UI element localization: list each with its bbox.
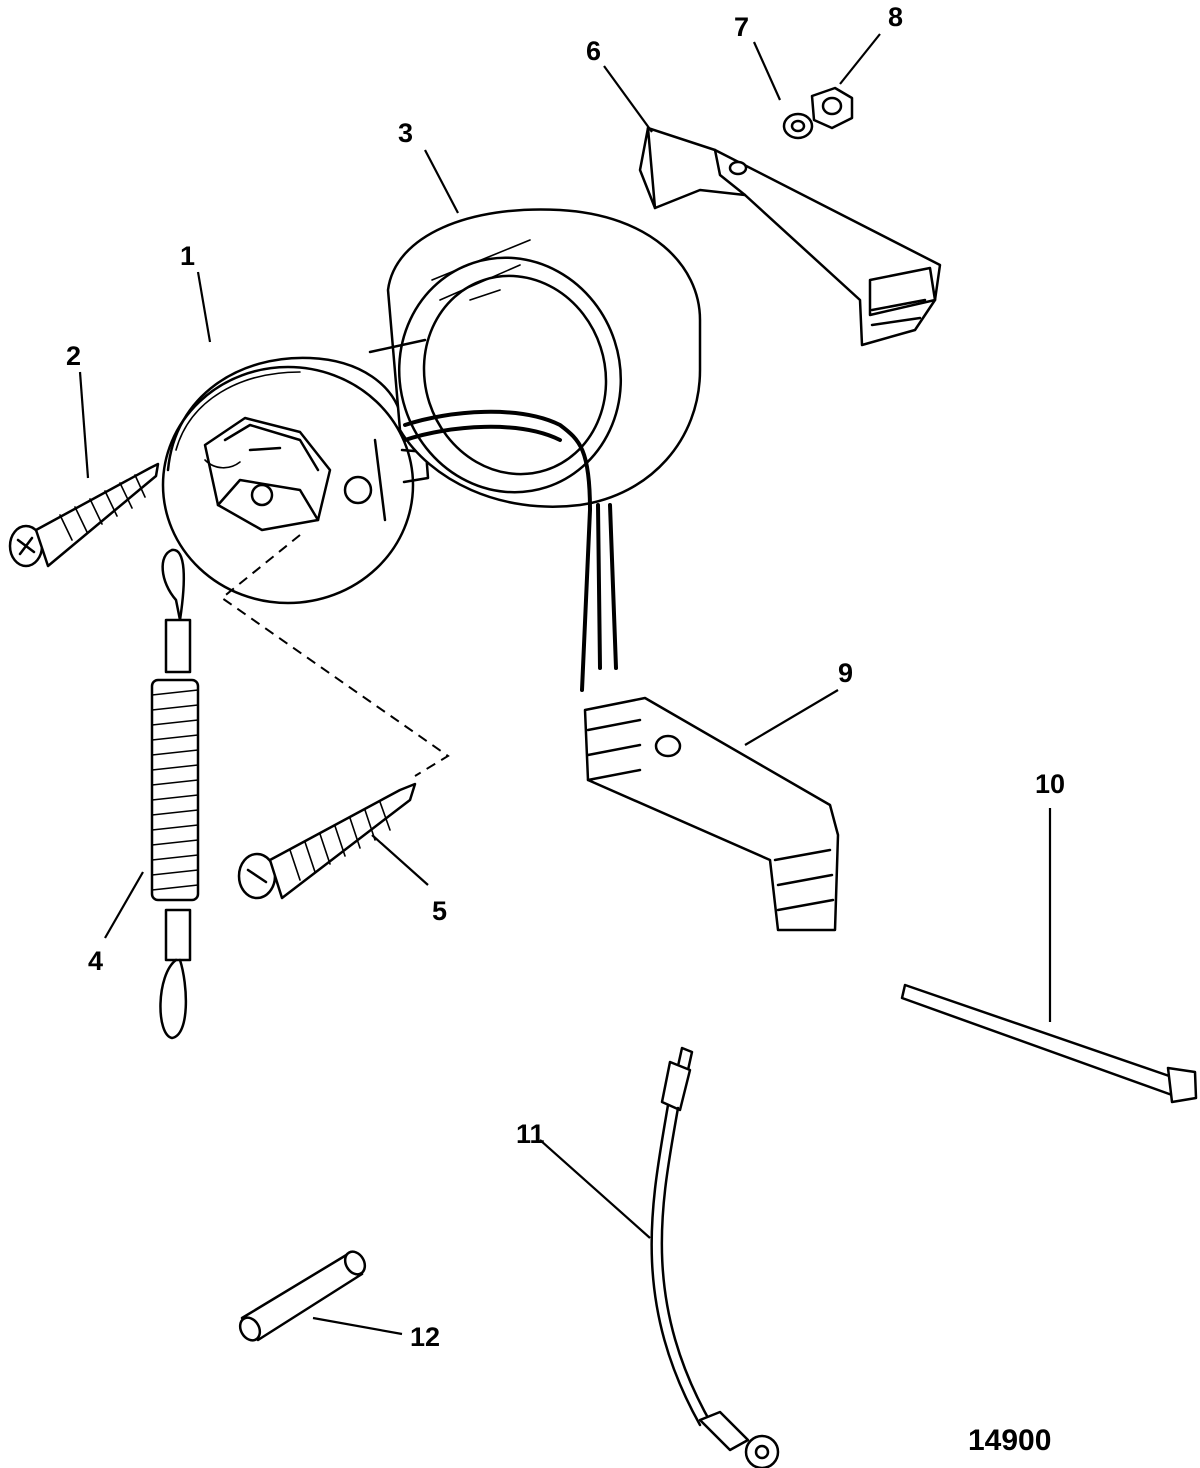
part-11-ground-wire[interactable] — [650, 1046, 780, 1468]
callout-5: 5 — [432, 896, 447, 926]
part-2-phillips-screw[interactable] — [8, 462, 160, 568]
part-8-hex-nut[interactable] — [810, 86, 854, 130]
callout-11: 11 — [516, 1119, 545, 1149]
callout-7: 7 — [734, 12, 749, 42]
part-5-round-head-screw[interactable] — [237, 782, 417, 900]
figure-id: 14900 — [968, 1424, 1051, 1457]
leader-lines — [78, 33, 1052, 1336]
callout-2: 2 — [66, 341, 81, 371]
part-6-mounting-bracket[interactable] — [638, 126, 942, 347]
assembly-dash-line — [220, 534, 450, 777]
callout-1: 1 — [180, 241, 195, 271]
part-3-ignition-coil[interactable] — [368, 208, 702, 692]
part-12-pin[interactable] — [236, 1248, 369, 1344]
callout-8: 8 — [888, 2, 903, 32]
part-10-cable-tie[interactable] — [900, 983, 1198, 1104]
callout-6: 6 — [586, 36, 601, 66]
part-4-spring[interactable] — [150, 548, 200, 1040]
callout-4: 4 — [88, 946, 103, 976]
callout-10: 10 — [1035, 769, 1065, 799]
callout-3: 3 — [398, 118, 413, 148]
part-9-clip-bracket[interactable] — [583, 696, 840, 932]
callout-9: 9 — [838, 658, 853, 688]
callout-12: 12 — [410, 1322, 440, 1352]
part-7-washer[interactable] — [782, 112, 814, 140]
part-1-stator-plate[interactable] — [161, 356, 430, 605]
